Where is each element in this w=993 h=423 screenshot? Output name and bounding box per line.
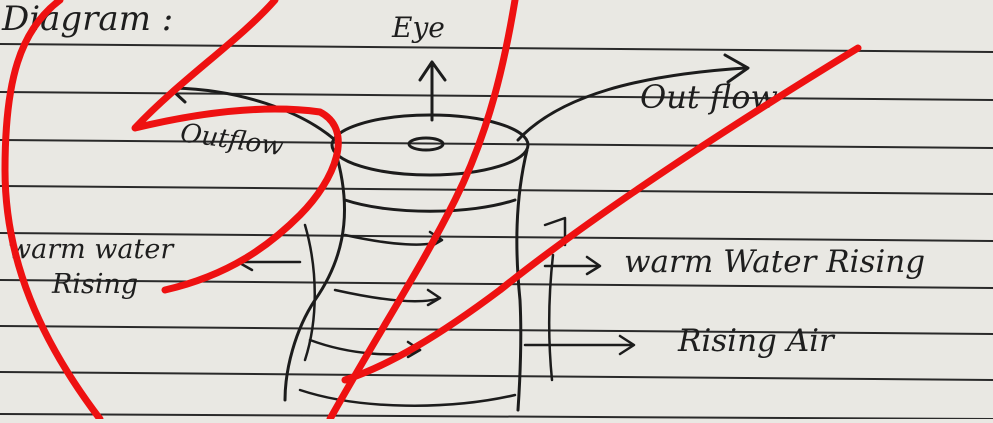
column-right-side <box>517 150 527 410</box>
swirl-band <box>335 290 440 301</box>
left-rising-bracket <box>305 225 315 360</box>
red-scribble-center-stroke <box>330 0 515 419</box>
ruled-line <box>0 326 993 334</box>
warm-water-left-label-line2: Rising <box>51 269 138 300</box>
ruled-line <box>0 44 993 52</box>
storm-column-drawing <box>285 115 528 410</box>
red-scribble-left-arc <box>5 0 100 419</box>
ruled-line <box>0 186 993 194</box>
eye-label: Eye <box>391 11 445 44</box>
swirl-band <box>345 200 515 211</box>
rising-air-label: Rising Air <box>677 323 836 359</box>
outflow-left-label: Outflow <box>178 118 285 162</box>
inner-arrowhead <box>428 290 440 305</box>
warm-water-right-label: warm Water Rising <box>624 244 925 280</box>
right-rising-line <box>549 255 553 380</box>
swirl-band <box>300 390 515 406</box>
warm-water-left-label-line1: warm water <box>8 234 175 265</box>
ruled-line <box>0 140 993 148</box>
ruled-line <box>0 414 993 419</box>
ruled-line <box>0 280 993 288</box>
ruled-line <box>0 372 993 380</box>
